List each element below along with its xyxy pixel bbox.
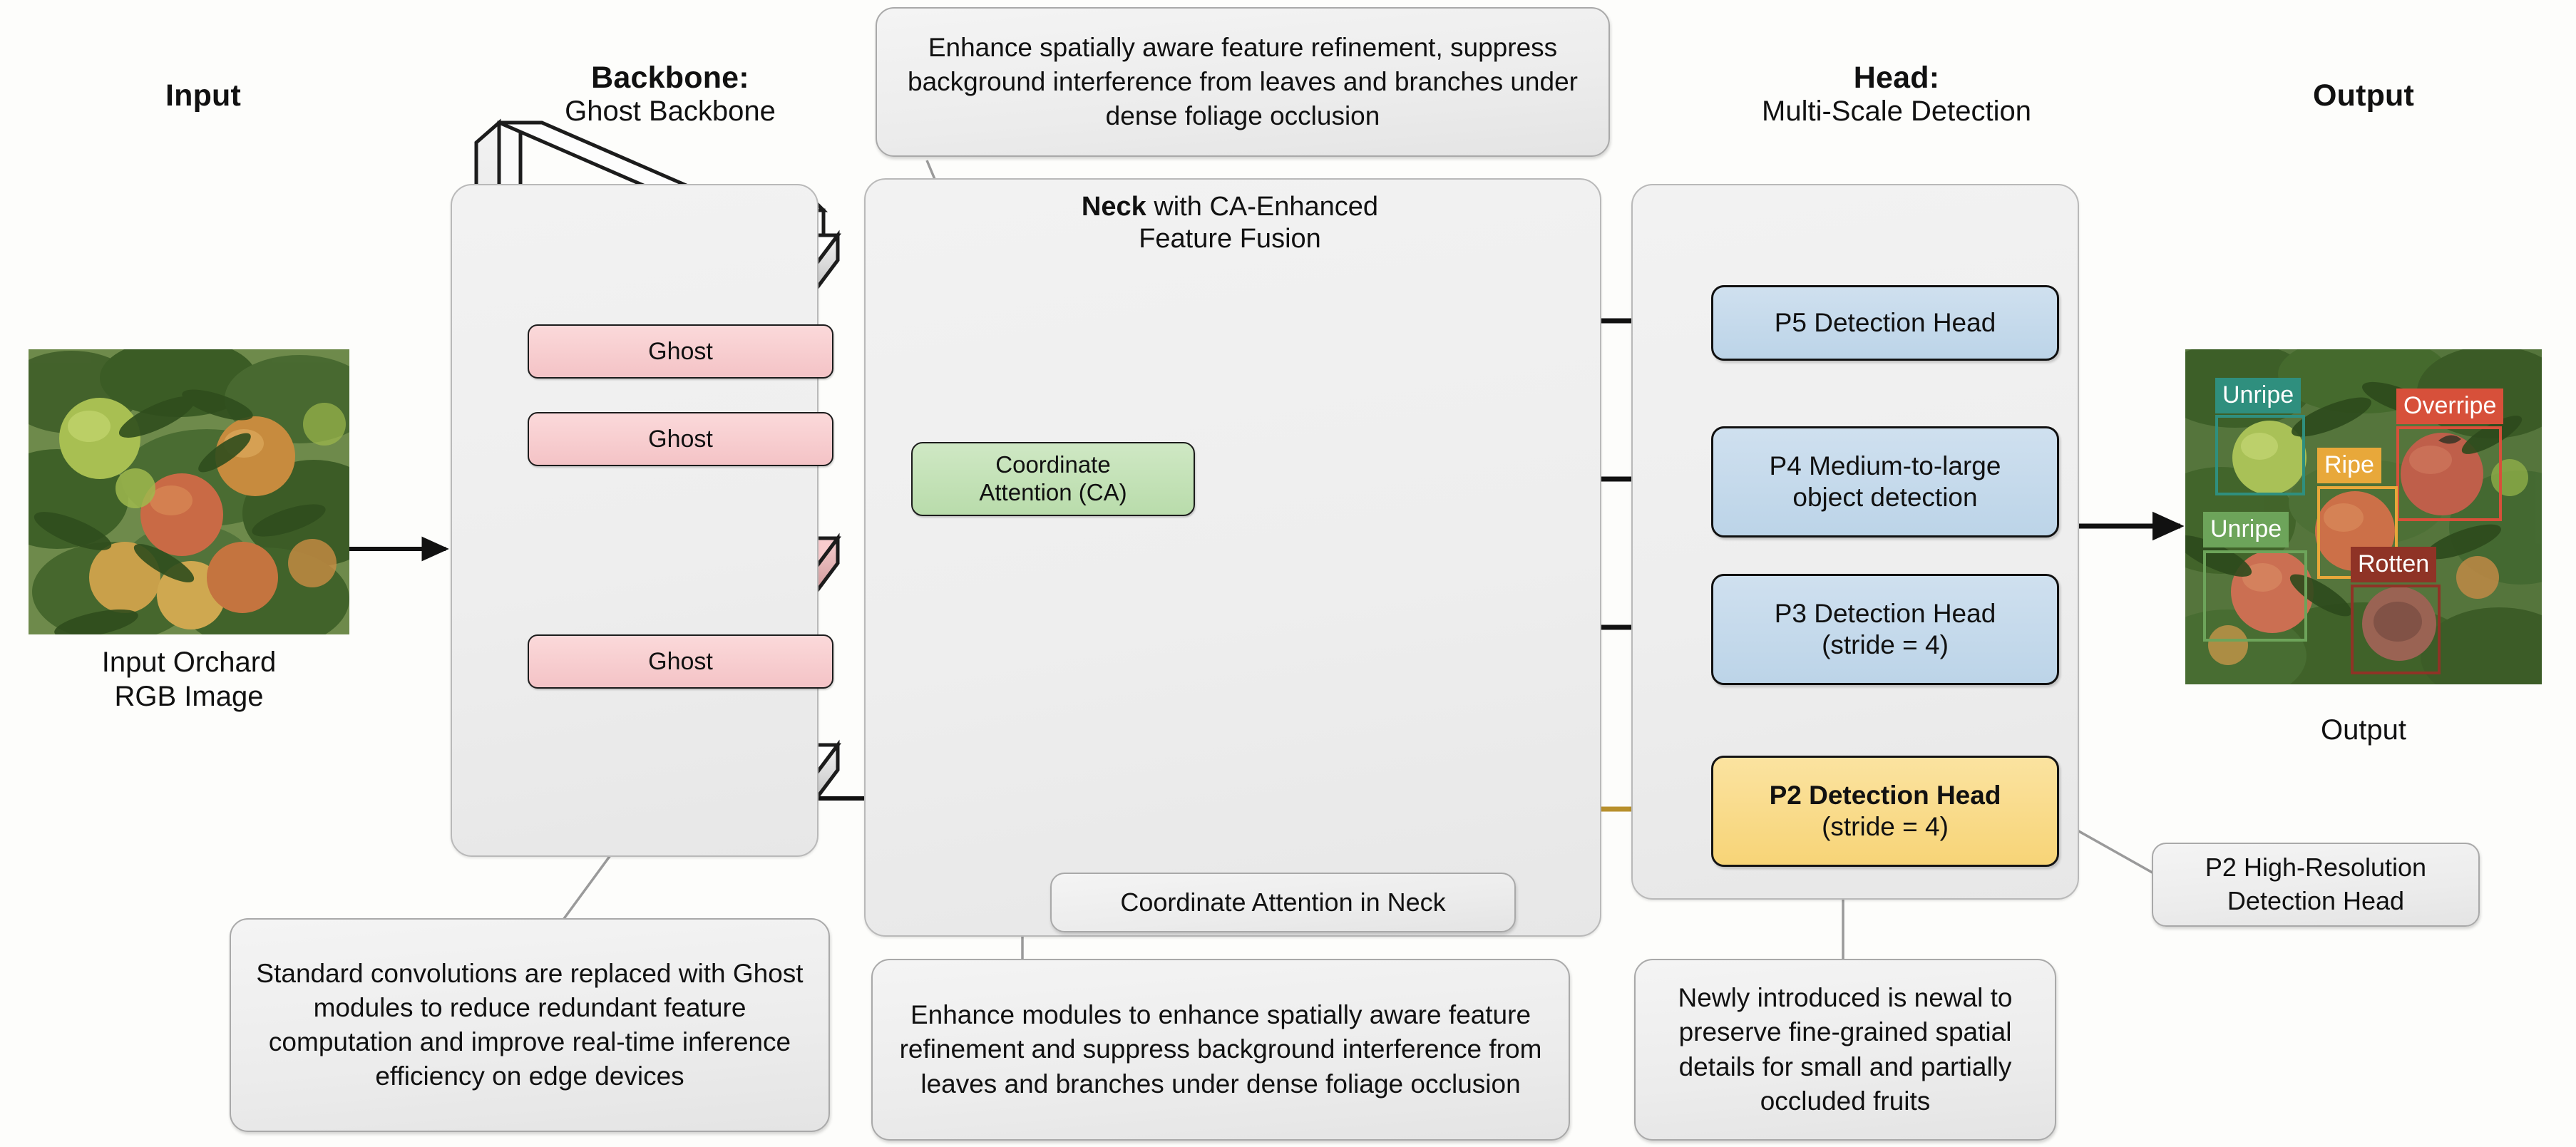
backbone-panel: [451, 184, 819, 857]
ghost-module-1[interactable]: Ghost: [528, 324, 833, 379]
callout-backbone-text: Standard convolutions are replaced with …: [256, 958, 804, 1091]
input-caption: Input Orchard RGB Image: [14, 645, 364, 714]
detection-label-overripe: Overripe: [2396, 389, 2504, 424]
callout-neck-enhance-top: Enhance spatially aware feature refineme…: [876, 7, 1610, 157]
callout-p2-note-text: P2 High-Resolution Detection Head: [2205, 853, 2427, 915]
callout-head-bottom-text: Newly introduced is newal to preserve fi…: [1678, 983, 2013, 1116]
callout-p2-high-resolution: P2 High-Resolution Detection Head: [2152, 843, 2480, 927]
ghost-module-3-label: Ghost: [648, 647, 713, 675]
input-caption-line1: Input Orchard: [101, 647, 277, 678]
callout-head-p2-detail: Newly introduced is newal to preserve fi…: [1634, 959, 2056, 1141]
header-head-sub: Multi-Scale Detection: [1762, 96, 2031, 128]
chip-text-unripe-bottom: Unripe: [2210, 515, 2282, 542]
input-caption-line2: RGB Image: [114, 681, 264, 712]
ghost-module-2-label: Ghost: [648, 425, 713, 453]
callout-backbone-ghost: Standard convolutions are replaced with …: [230, 918, 830, 1132]
p4-sub: object detection: [1792, 483, 1978, 512]
detection-box-unripe-top: [2215, 415, 2305, 495]
chip-text-overripe: Overripe: [2403, 392, 2497, 419]
neck-panel: [864, 178, 1601, 937]
ca-line1: Coordinate: [995, 451, 1111, 478]
ghost-module-2[interactable]: Ghost: [528, 412, 833, 466]
coordinate-attention-block[interactable]: Coordinate Attention (CA): [911, 442, 1195, 516]
ghost-module-1-label: Ghost: [648, 337, 713, 365]
chip-text-ripe: Ripe: [2324, 451, 2374, 478]
header-backbone-sub: Ghost Backbone: [565, 96, 776, 128]
neck-title-bold: Neck: [1081, 192, 1146, 222]
p3-label: P3 Detection Head: [1774, 598, 1996, 628]
header-input: Input: [86, 78, 321, 113]
neck-panel-title: Neck with CA-Enhanced Feature Fusion: [891, 191, 1569, 255]
header-input-label: Input: [165, 78, 242, 113]
header-head-title: Head:: [1853, 61, 1940, 95]
ca-line2: Attention (CA): [979, 479, 1127, 505]
detection-label-unripe-bottom: Unripe: [2203, 512, 2289, 547]
chip-text-unripe-top: Unripe: [2222, 381, 2294, 408]
p2-label: P2 Detection Head: [1769, 780, 2001, 810]
detection-label-unripe-top: Unripe: [2215, 378, 2302, 413]
header-backbone-title: Backbone:: [591, 61, 749, 95]
detection-label-rotten: Rotten: [2351, 547, 2437, 582]
input-orchard-image: [29, 349, 349, 634]
header-output-label: Output: [2312, 78, 2415, 113]
p2-sub: (stride = 4): [1822, 812, 1949, 841]
p3-sub: (stride = 4): [1822, 630, 1949, 659]
p5-label: P5 Detection Head: [1774, 307, 1996, 337]
detection-box-unripe-bottom: [2203, 550, 2307, 642]
header-backbone: Backbone: Ghost Backbone: [492, 61, 848, 128]
callout-neck-enhance-bottom: Enhance modules to enhance spatially awa…: [871, 959, 1570, 1141]
detection-box-overripe: [2396, 426, 2502, 521]
chip-text-rotten: Rotten: [2358, 550, 2430, 577]
ghost-module-3[interactable]: Ghost: [528, 634, 833, 689]
p4-label: P4 Medium-to-large: [1769, 451, 2001, 480]
output-detection-image: Unripe Overripe Ripe Unripe Rotten: [2185, 349, 2542, 684]
header-head: Head: Multi-Scale Detection: [1697, 61, 2096, 128]
p4-detection-head-block[interactable]: P4 Medium-to-large object detection: [1711, 426, 2059, 538]
callout-coordinate-attention-neck: Coordinate Attention in Neck: [1050, 873, 1516, 932]
header-output: Output: [2246, 78, 2481, 113]
neck-title-line2: Feature Fusion: [1139, 223, 1321, 254]
callout-neck-top-text: Enhance spatially aware feature refineme…: [908, 32, 1578, 131]
detection-box-rotten: [2351, 585, 2441, 674]
neck-title-rest: with CA-Enhanced: [1146, 192, 1379, 222]
p2-detection-head-block[interactable]: P2 Detection Head (stride = 4): [1711, 756, 2059, 867]
callout-ca-neck-text: Coordinate Attention in Neck: [1120, 887, 1446, 917]
p5-detection-head-block[interactable]: P5 Detection Head: [1711, 285, 2059, 361]
input-photo-art: [29, 349, 349, 634]
p3-detection-head-block[interactable]: P3 Detection Head (stride = 4): [1711, 574, 2059, 685]
detection-label-ripe: Ripe: [2317, 448, 2381, 483]
output-caption-label: Output: [2320, 714, 2407, 746]
callout-neck-bottom-text: Enhance modules to enhance spatially awa…: [899, 1000, 1542, 1099]
output-caption: Output: [2185, 713, 2542, 747]
